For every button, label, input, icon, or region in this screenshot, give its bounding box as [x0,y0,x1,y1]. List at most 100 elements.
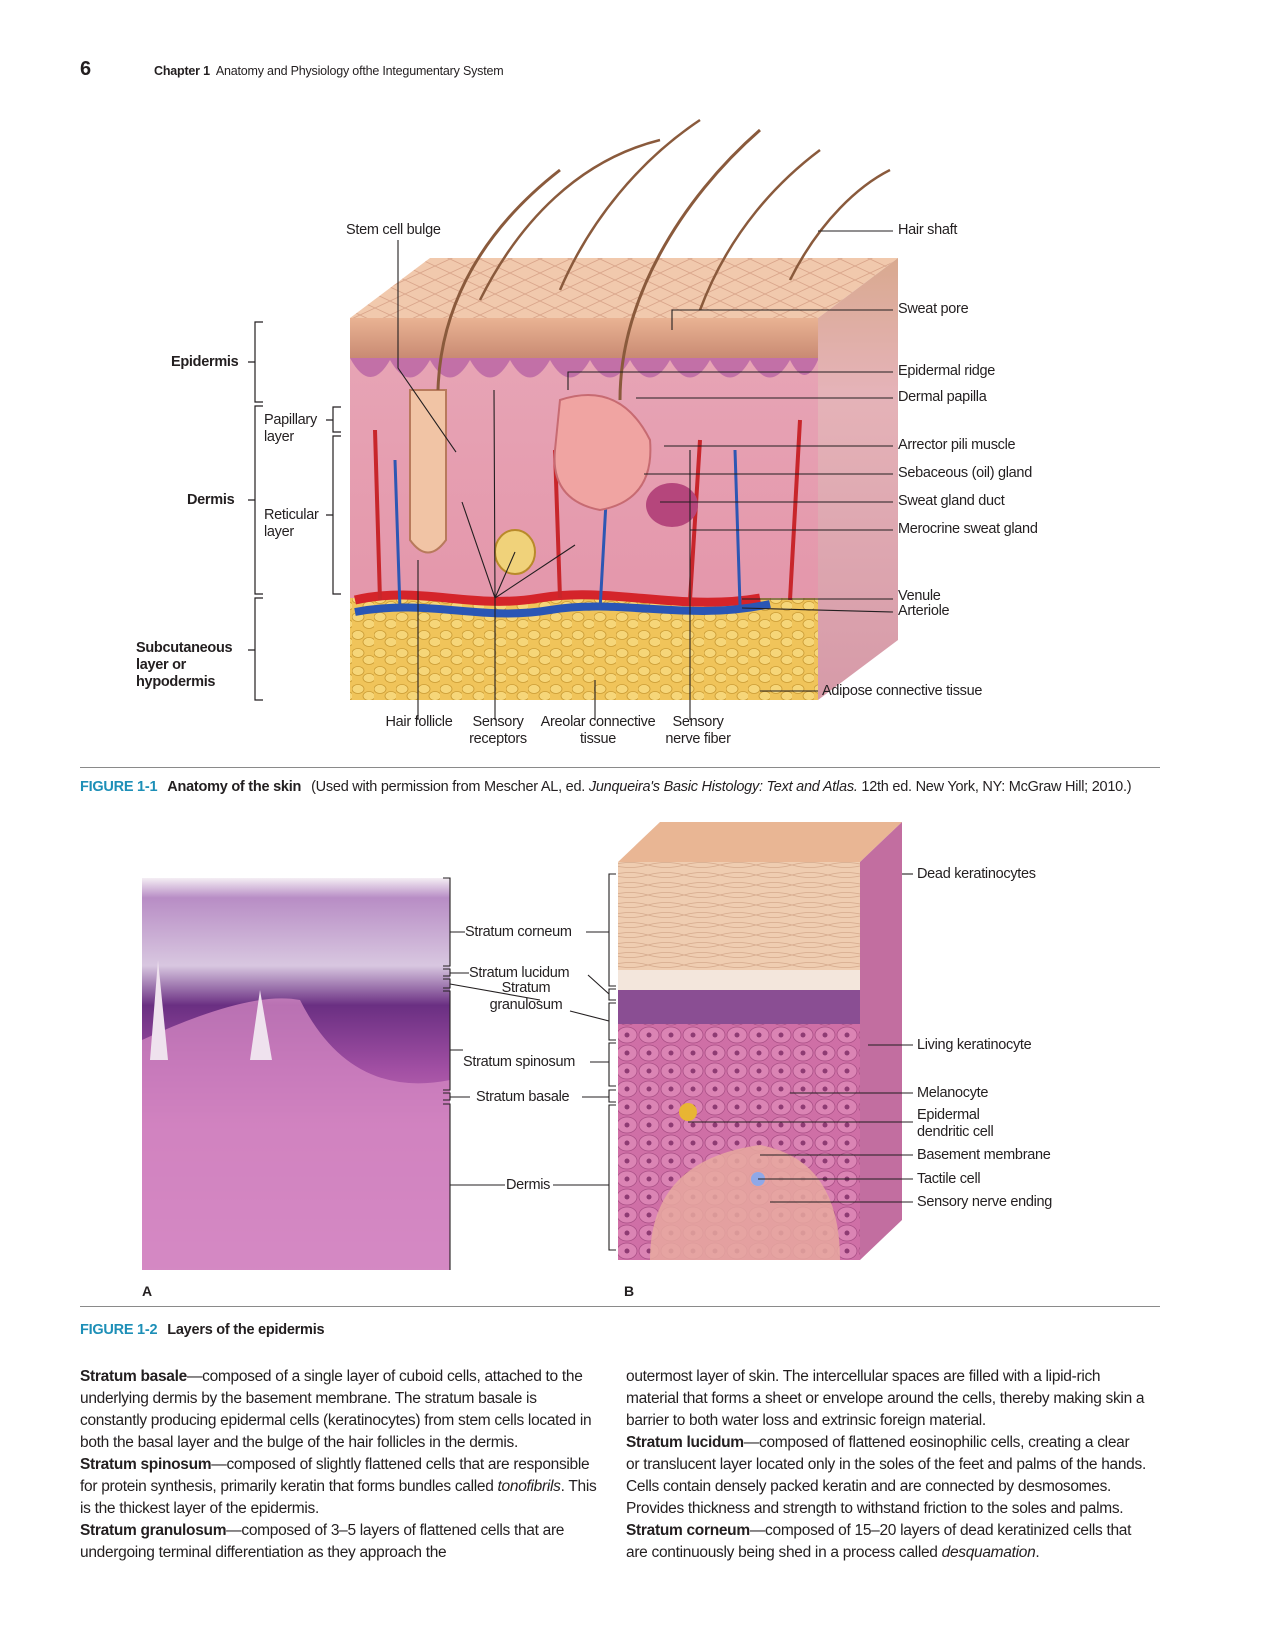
chapter-label: Chapter 1 [154,64,210,78]
label-sweat-pore: Sweat pore [898,301,969,317]
block-dermis [650,1145,840,1260]
label-adipose: Adipose connective tissue [822,683,983,699]
label-sensory-nerve-ending: Sensory nerve ending [917,1194,1053,1210]
body-column-left: Stratum basale—composed of a single laye… [80,1366,600,1564]
paragraph-basale: Stratum basale—composed of a single laye… [80,1366,600,1454]
term-corneum: Stratum corneum [626,1522,750,1539]
label-stratum-basale: Stratum basale [476,1089,570,1105]
label-venule: Venule [898,588,941,604]
label-subcutaneous: Subcutaneous layer or hypodermis [136,640,233,690]
hair-strand [436,168,561,391]
label-hair-follicle: Hair follicle [385,714,453,730]
label-stratum-lucidum: Stratum lucidum [469,965,570,981]
label-sensory-receptors: Sensory receptors [469,714,527,747]
label-stratum-spinosum: Stratum spinosum [463,1054,576,1070]
running-header: Chapter 1 Anatomy and Physiology ofthe In… [154,64,504,78]
paragraph-corneum: Stratum corneum—composed of 15–20 layers… [626,1520,1146,1564]
caption-rule-2 [80,1306,1160,1307]
panel-a-letter: A [142,1283,153,1299]
papillary-layer [350,358,818,378]
skin-anatomy-illustration [248,118,898,720]
term-granulosum: Stratum granulosum [80,1522,227,1539]
paragraph-spinosum: Stratum spinosum—composed of slightly fl… [80,1454,600,1520]
term-basale: Stratum basale [80,1368,187,1385]
block-corneum [618,862,860,970]
term-lucidum: Stratum lucidum [626,1434,744,1451]
label-epidermal-ridge: Epidermal ridge [898,363,996,379]
leader-lines [397,230,894,720]
block-side [860,822,902,1260]
caption-credit: (Used with permission from Mescher AL, e… [311,779,586,795]
figure-number: FIGURE 1-1 [80,779,158,795]
label-dermis: Dermis [187,492,235,508]
label-hair-shaft: Hair shaft [898,222,958,238]
label-stratum-granulosum: Stratum granulosum [489,980,563,1013]
layer-brackets [248,321,341,701]
figure-1-1-caption: FIGURE 1-1 Anatomy of the skin (Used with … [80,778,1160,797]
micrograph-papillae [150,960,272,1060]
label-arrector-pili: Arrector pili muscle [898,437,1016,453]
label-sensory-nerve-fiber: Sensory nerve fiber [665,714,731,747]
panel-a-brackets [443,877,541,1270]
text-lucidum: —composed of flattened eosinophilic cell… [626,1434,1146,1517]
text-spinosum-italic: tonofibrils [497,1478,561,1495]
block-granulosum [618,990,860,1024]
label-dead-keratinocytes: Dead keratinocytes [917,866,1036,882]
chapter-title: Anatomy and Physiology ofthe Integumenta… [215,64,504,78]
label-merocrine-gland: Merocrine sweat gland [898,521,1038,537]
text-spinosum: —composed of slightly flattened cells th… [80,1456,590,1495]
figure-title-2: Layers of the epidermis [167,1322,325,1338]
panel-b-leaders [688,873,913,1203]
figure-1-2-caption: FIGURE 1-2 Layers of the epidermis [80,1321,1160,1340]
label-stem-cell-bulge: Stem cell bulge [346,222,441,238]
text-corneum-end: . [1035,1544,1040,1561]
sweat-gland-coil [646,483,698,527]
paragraph-lucidum: Stratum lucidum—composed of flattened eo… [626,1432,1146,1520]
label-reticular-layer: Reticular layer [264,507,319,540]
label-stratum-corneum: Stratum corneum [465,924,572,940]
text-granulosum: —composed of 3–5 layers of flattened cel… [80,1522,565,1561]
side-face [818,258,898,700]
label-dermis-2: Dermis [506,1177,551,1193]
epidermis-layers-figure [142,822,913,1270]
micrograph-dermis [142,998,450,1270]
text-corneum: —composed of 15–20 layers of dead kerati… [626,1522,1132,1561]
figure-number-2: FIGURE 1-2 [80,1322,158,1338]
caption-source-title: Junqueira's Basic Histology: Text and At… [588,779,858,795]
label-basement-membrane: Basement membrane [917,1147,1051,1163]
label-melanocyte: Melanocyte [917,1085,989,1101]
caption-rule-1 [80,767,1160,768]
melanocyte-cell [679,1103,697,1121]
caption-credit-end: 12th ed. New York, NY: McGraw Hill; 2010… [861,779,1132,795]
figure-title: Anatomy of the skin [167,779,302,795]
label-sebaceous-gland: Sebaceous (oil) gland [898,465,1032,481]
label-living-keratinocyte: Living keratinocyte [917,1037,1032,1053]
panel-b-brackets [553,873,616,1251]
hair-follicle-shape [409,389,447,554]
skin-surface [350,258,898,318]
term-spinosum: Stratum spinosum [80,1456,212,1473]
label-dermal-papilla: Dermal papilla [898,389,987,405]
epidermis-layer [350,318,818,358]
panel-b-letter: B [624,1283,635,1299]
label-epidermis: Epidermis [171,354,239,370]
label-areolar: Areolar connective tissue [540,714,656,747]
hypodermis-layer [350,598,818,700]
paragraph-granulosum-cont: outermost layer of skin. The intercellul… [626,1366,1146,1432]
page-number: 6 [80,58,92,80]
venule-vessel [354,600,771,618]
text-spinosum-end: . This is the thickest layer of the epid… [80,1478,597,1517]
arteriole-vessel [353,590,761,607]
body-column-right: outermost layer of skin. The intercellul… [626,1366,1146,1564]
label-arteriole: Arteriole [898,603,950,619]
label-tactile-cell: Tactile cell [917,1171,981,1187]
block-top [618,822,902,862]
label-sweat-gland-duct: Sweat gland duct [898,493,1005,509]
text-granulosum-cont: outermost layer of skin. The intercellul… [626,1368,1145,1429]
sebaceous-gland-shape [553,394,652,512]
block-lucidum [618,970,860,990]
label-papillary-layer: Papillary layer [264,412,317,445]
paragraph-granulosum: Stratum granulosum—composed of 3–5 layer… [80,1520,600,1564]
text-basale: —composed of a single layer of cuboid ce… [80,1368,592,1451]
label-epidermal-dendritic: Epidermal dendritic cell [917,1107,994,1140]
